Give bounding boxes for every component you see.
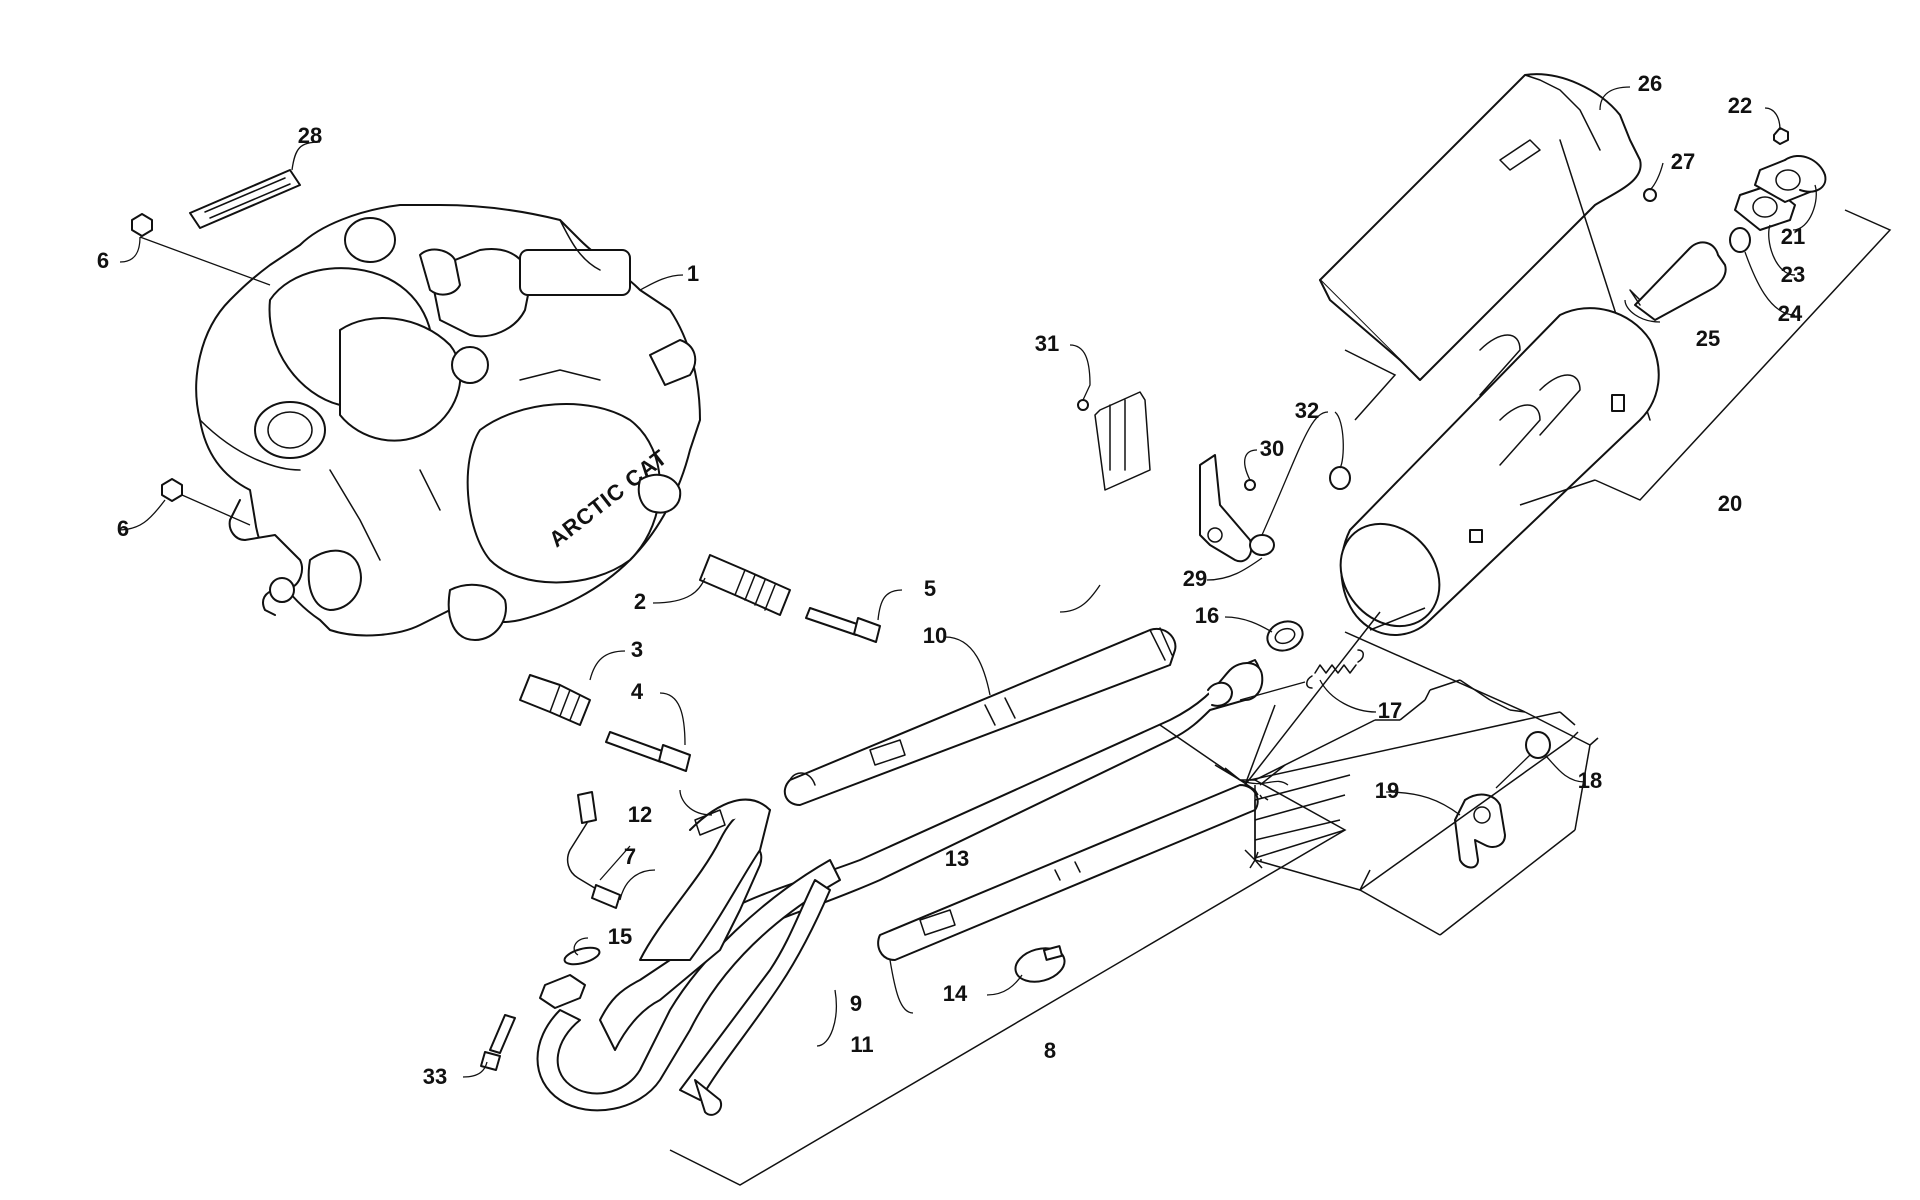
callout-5: 5 bbox=[924, 576, 936, 601]
callout-12: 12 bbox=[628, 802, 652, 827]
callout-15: 15 bbox=[608, 924, 632, 949]
spark-arrestor bbox=[1629, 241, 1727, 321]
pipe-shield-lower bbox=[877, 784, 1259, 961]
callout-6-upper: 6 bbox=[97, 248, 109, 273]
callout-31: 31 bbox=[1035, 331, 1059, 356]
callouts: 1 2 3 4 5 6 6 7 8 9 10 11 12 13 14 15 16… bbox=[97, 71, 1805, 1089]
callout-13: 13 bbox=[945, 846, 969, 871]
mount-bracket bbox=[1077, 391, 1351, 563]
screw-shield bbox=[1643, 188, 1657, 202]
callout-6-lower: 6 bbox=[117, 516, 129, 541]
muffler bbox=[1339, 307, 1660, 636]
callout-2: 2 bbox=[634, 589, 646, 614]
boot-lower bbox=[519, 674, 591, 726]
callout-22: 22 bbox=[1728, 93, 1752, 118]
heat-shield bbox=[1319, 73, 1651, 421]
callout-16: 16 bbox=[1195, 603, 1219, 628]
callout-8: 8 bbox=[1044, 1038, 1056, 1063]
o-ring bbox=[1729, 227, 1751, 253]
header-shield-lower bbox=[679, 879, 831, 1116]
callout-14: 14 bbox=[943, 981, 968, 1006]
header-pipe bbox=[536, 845, 841, 1112]
hanger-bracket bbox=[1454, 793, 1506, 869]
callout-23: 23 bbox=[1781, 262, 1805, 287]
callout-28: 28 bbox=[298, 123, 322, 148]
callout-4: 4 bbox=[631, 679, 644, 704]
callout-20: 20 bbox=[1718, 491, 1742, 516]
bolt-upper bbox=[805, 607, 881, 643]
callout-32: 32 bbox=[1295, 398, 1319, 423]
callout-19: 19 bbox=[1375, 778, 1399, 803]
bolt-flange bbox=[1773, 127, 1789, 145]
callout-29: 29 bbox=[1183, 566, 1207, 591]
callout-3: 3 bbox=[631, 637, 643, 662]
callout-26: 26 bbox=[1638, 71, 1662, 96]
callout-25: 25 bbox=[1696, 326, 1720, 351]
exhaust-bolt bbox=[480, 1014, 516, 1071]
callout-21: 21 bbox=[1781, 224, 1805, 249]
callout-33: 33 bbox=[423, 1064, 447, 1089]
callout-10: 10 bbox=[923, 623, 947, 648]
grommet bbox=[1525, 731, 1551, 759]
group-brackets bbox=[669, 209, 1892, 1186]
callout-30: 30 bbox=[1260, 436, 1284, 461]
header-shield bbox=[639, 798, 771, 961]
engine: ARCTIC CAT bbox=[195, 204, 701, 641]
o2-sensor bbox=[566, 791, 621, 909]
bolt-lower bbox=[605, 731, 691, 772]
callout-18: 18 bbox=[1578, 768, 1602, 793]
callout-9: 9 bbox=[850, 991, 862, 1016]
label-decal bbox=[189, 169, 301, 229]
callout-24: 24 bbox=[1778, 301, 1803, 326]
nut-lower bbox=[161, 478, 183, 502]
callout-27: 27 bbox=[1671, 149, 1695, 174]
flange bbox=[1754, 155, 1827, 203]
gasket-ring bbox=[1266, 620, 1304, 652]
exhaust-gasket bbox=[539, 946, 601, 1009]
callout-1: 1 bbox=[687, 261, 699, 286]
callout-11: 11 bbox=[850, 1032, 873, 1057]
pipe-shield-upper bbox=[783, 627, 1177, 806]
leader-lines bbox=[117, 86, 1817, 1078]
callout-7: 7 bbox=[624, 844, 636, 869]
nut-upper bbox=[131, 213, 153, 237]
pipe-clamp bbox=[1014, 945, 1066, 983]
callout-17: 17 bbox=[1378, 698, 1402, 723]
boot-upper bbox=[699, 554, 791, 616]
